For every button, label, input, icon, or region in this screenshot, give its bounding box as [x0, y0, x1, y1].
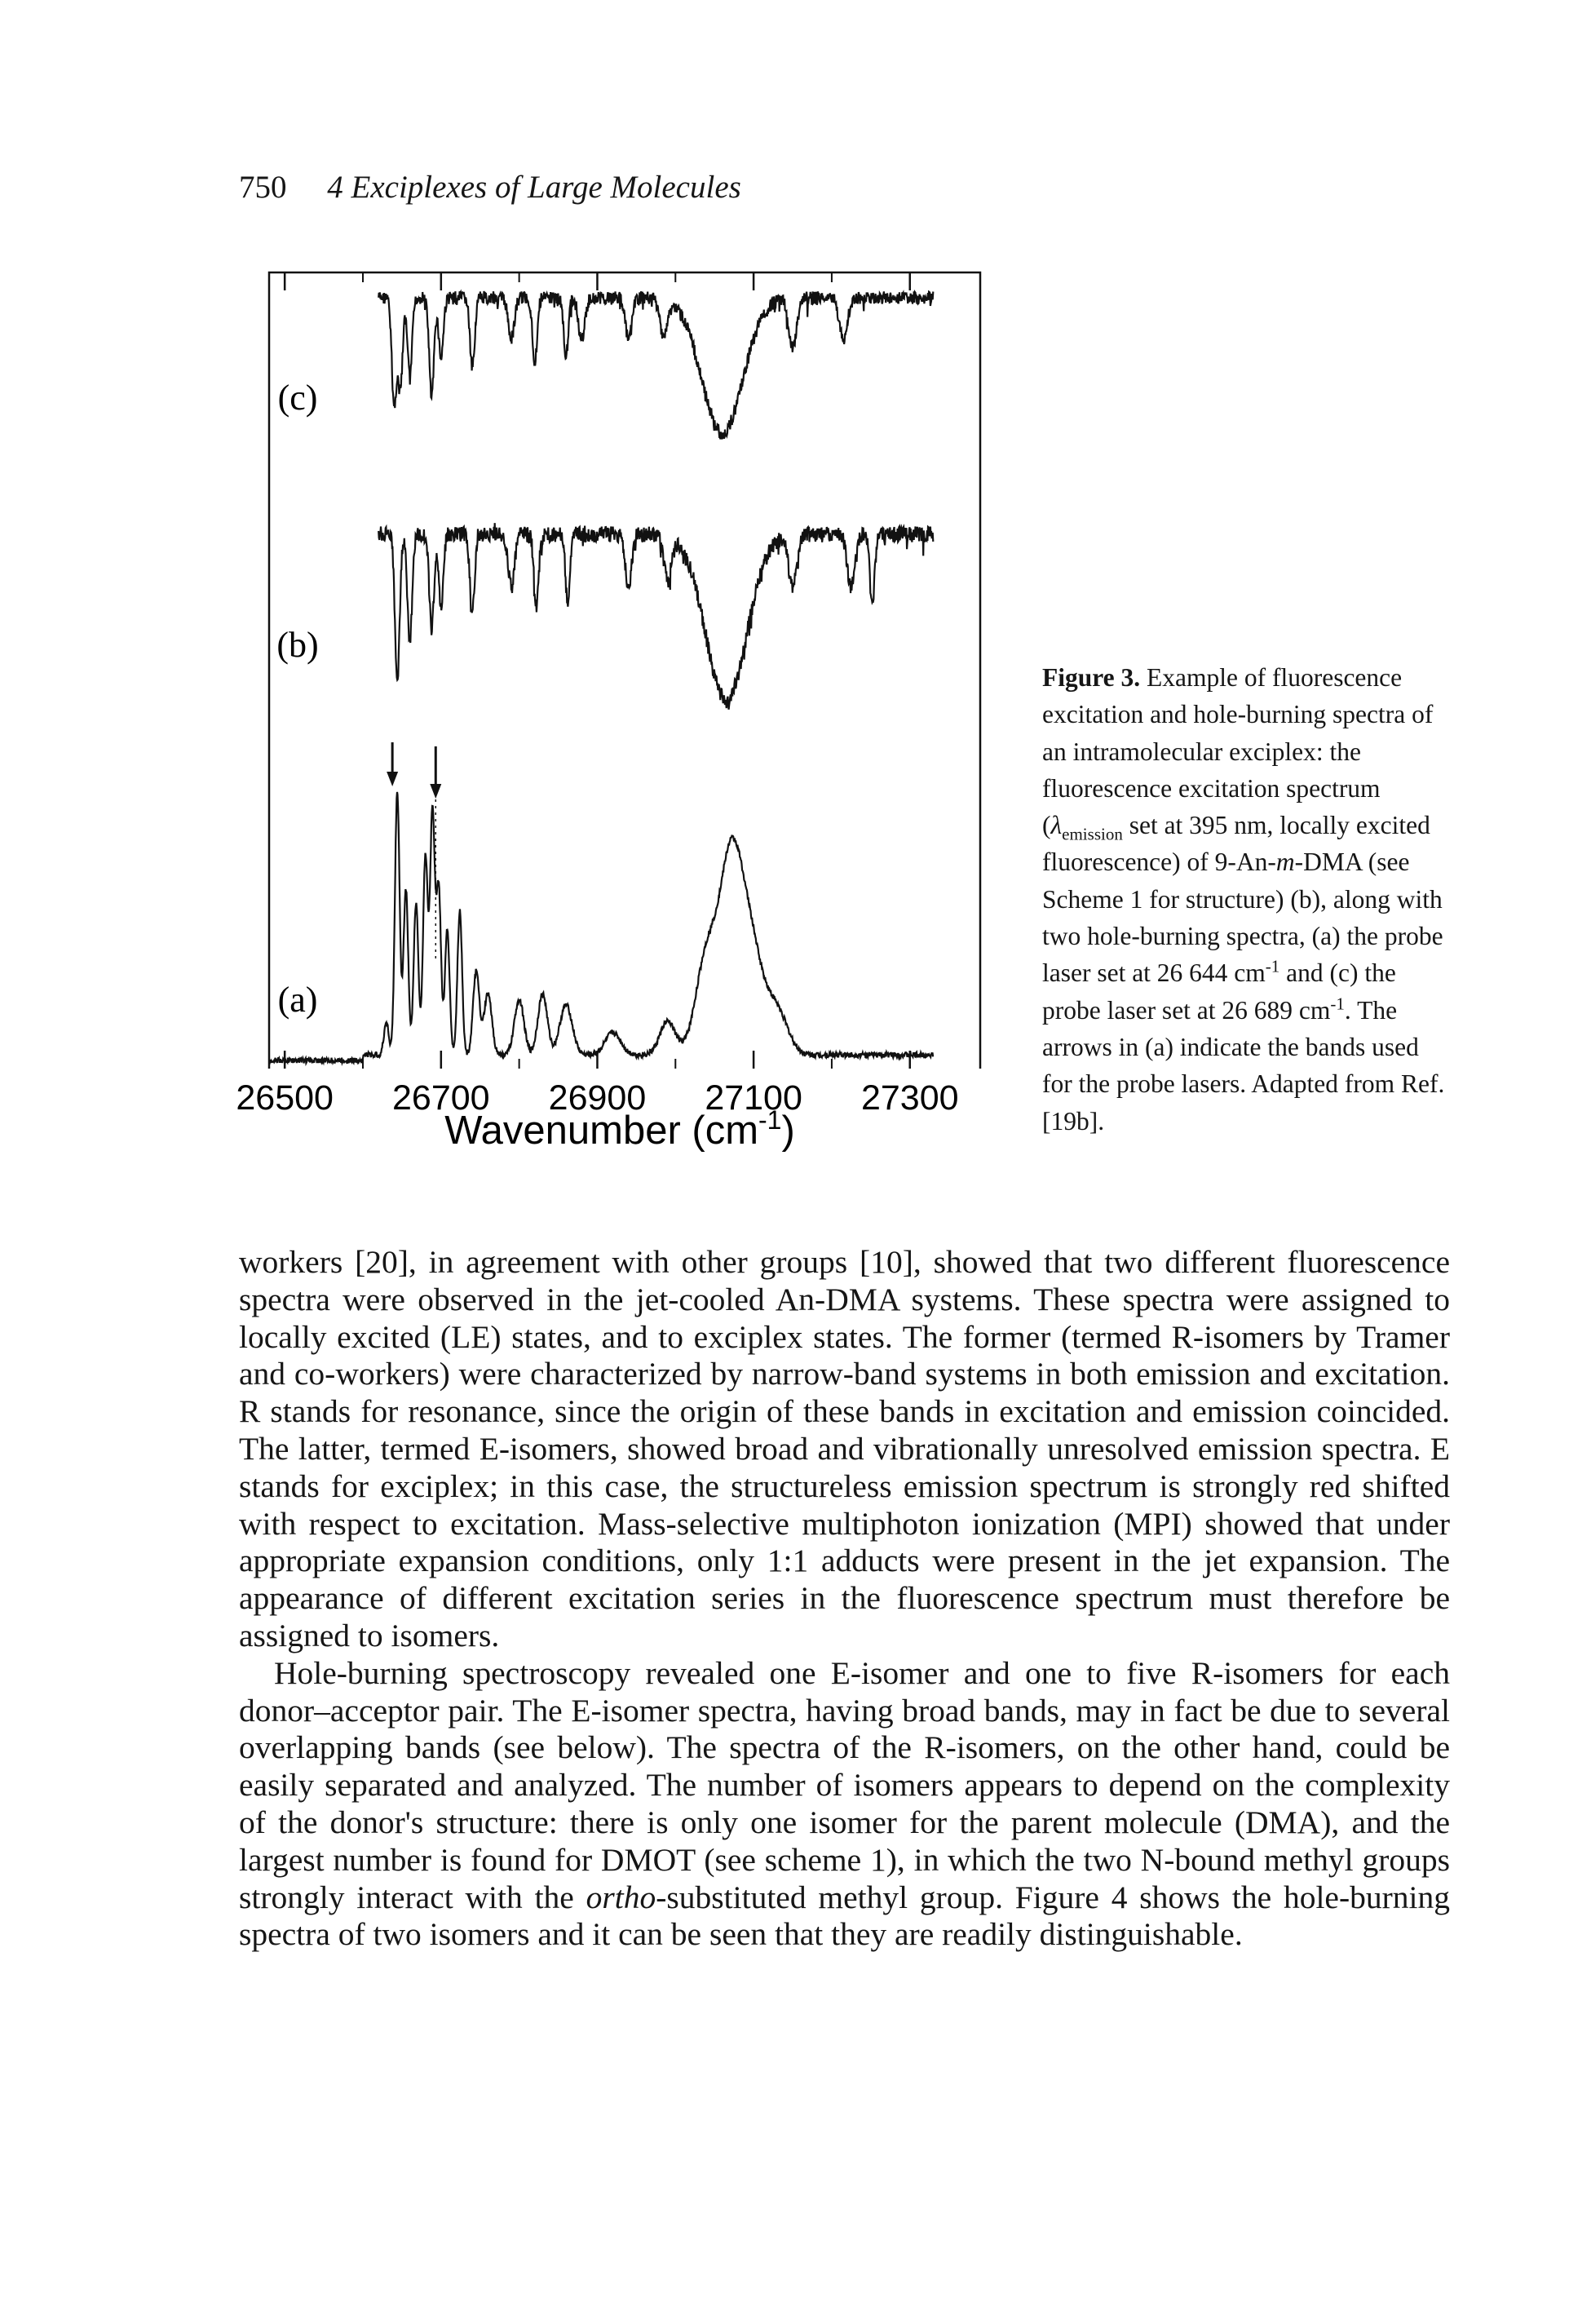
x-tick-labels: 26500 26700 26900 27100 27300 — [236, 1078, 959, 1118]
paragraph-2: Hole-burning spectroscopy revealed one E… — [239, 1654, 1450, 1953]
x-axis-title: Wavenumber (cm-1) — [444, 1105, 795, 1153]
running-head: 750 4 Exciplexes of Large Molecules — [239, 171, 741, 203]
frame-outline — [267, 271, 982, 1069]
x-tick-label: 26500 — [236, 1078, 334, 1118]
panel-label-c: (c) — [278, 378, 318, 418]
spectra-traces — [267, 289, 935, 1067]
panel-label-b: (b) — [276, 625, 318, 665]
panel-label-a: (a) — [278, 980, 318, 1020]
spectrum-trace-a — [267, 791, 935, 1067]
x-tick-label: 26700 — [392, 1078, 490, 1118]
caption-label: Figure 3. — [1042, 663, 1141, 692]
spectra-chart: (c) (b) (a) 26500 26700 26900 27100 27300 Wa… — [236, 271, 982, 1153]
chapter-title: 4 Exciplexes of Large Molecules — [327, 170, 741, 205]
probe-arrows — [387, 742, 442, 963]
page-number: 750 — [239, 170, 287, 205]
x-tick-label: 27100 — [705, 1078, 802, 1118]
plot-frame — [267, 271, 982, 1069]
body-text: workers [20], in agreement with other gr… — [239, 1244, 1450, 1954]
figure-caption: Figure 3. Example of fluorescence excita… — [1042, 663, 1445, 1135]
x-tick-label: 27300 — [861, 1078, 959, 1118]
probe-arrow-head — [430, 784, 442, 799]
spectrum-trace-c — [378, 289, 935, 440]
probe-arrow-head — [387, 772, 399, 786]
spectrum-trace-b — [378, 523, 935, 710]
paragraph-1: workers [20], in agreement with other gr… — [239, 1244, 1450, 1653]
x-tick-label: 26900 — [549, 1078, 647, 1118]
figure-3: (c) (b) (a) 26500 26700 26900 27100 27300 Wa… — [236, 261, 1003, 1183]
